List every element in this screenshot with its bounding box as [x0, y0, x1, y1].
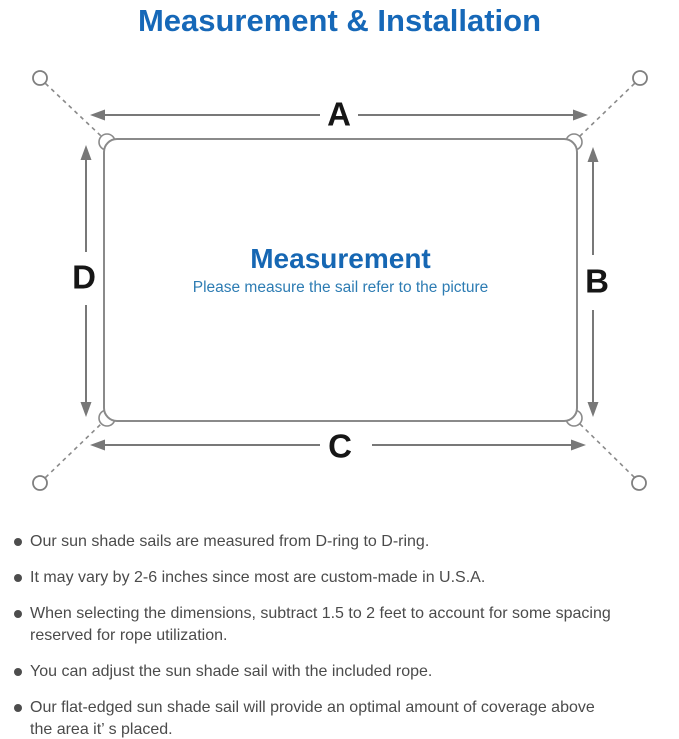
diagram-center-text: Measurement Please measure the sail refe… [104, 244, 577, 297]
bullet-icon [14, 610, 22, 618]
note-text: It may vary by 2-6 inches since most are… [30, 569, 486, 586]
anchor-circle-bottom-right [631, 475, 647, 491]
guy-line-bottom-right [579, 423, 636, 479]
sail-outline [103, 138, 578, 422]
note-text: Our flat-edged sun shade sail will provi… [30, 699, 595, 738]
note-item: It may vary by 2-6 inches since most are… [12, 567, 672, 589]
bullet-icon [14, 704, 22, 712]
note-text: When selecting the dimensions, subtract … [30, 605, 611, 644]
diagram-subheading: Please measure the sail refer to the pic… [192, 279, 489, 296]
note-item: You can adjust the sun shade sail with t… [12, 661, 672, 683]
guy-lines [44, 82, 636, 479]
note-text: Our sun shade sails are measured from D-… [30, 533, 430, 550]
guy-line-bottom-left [44, 423, 102, 479]
note-item: Our sun shade sails are measured from D-… [12, 531, 672, 553]
note-text: You can adjust the sun shade sail with t… [30, 663, 433, 680]
note-item: When selecting the dimensions, subtract … [12, 603, 672, 647]
guy-line-top-right [579, 82, 636, 137]
note-item: Our flat-edged sun shade sail will provi… [12, 697, 672, 739]
dimension-label-c: C [328, 427, 352, 465]
dimension-arrows [80, 109, 599, 451]
guy-line-top-left [44, 82, 102, 137]
anchor-circle-top-right [632, 70, 648, 86]
dimension-arrow-c [90, 439, 586, 451]
dimension-label-b: B [585, 262, 609, 300]
dimension-label-d: D [72, 258, 96, 296]
diagram-heading: Measurement [250, 243, 431, 274]
bullet-icon [14, 574, 22, 582]
anchor-points [32, 70, 648, 491]
bullet-icon [14, 538, 22, 546]
dimension-arrow-b [587, 147, 599, 417]
anchor-circle-top-left [32, 70, 48, 86]
dimension-label-a: A [327, 95, 351, 133]
dimension-arrow-d [80, 145, 92, 417]
page-title: Measurement & Installation [137, 3, 542, 38]
bullet-icon [14, 668, 22, 676]
dimension-arrow-a [90, 109, 588, 121]
anchor-circle-bottom-left [32, 475, 48, 491]
notes-list: Our sun shade sails are measured from D-… [12, 531, 672, 739]
